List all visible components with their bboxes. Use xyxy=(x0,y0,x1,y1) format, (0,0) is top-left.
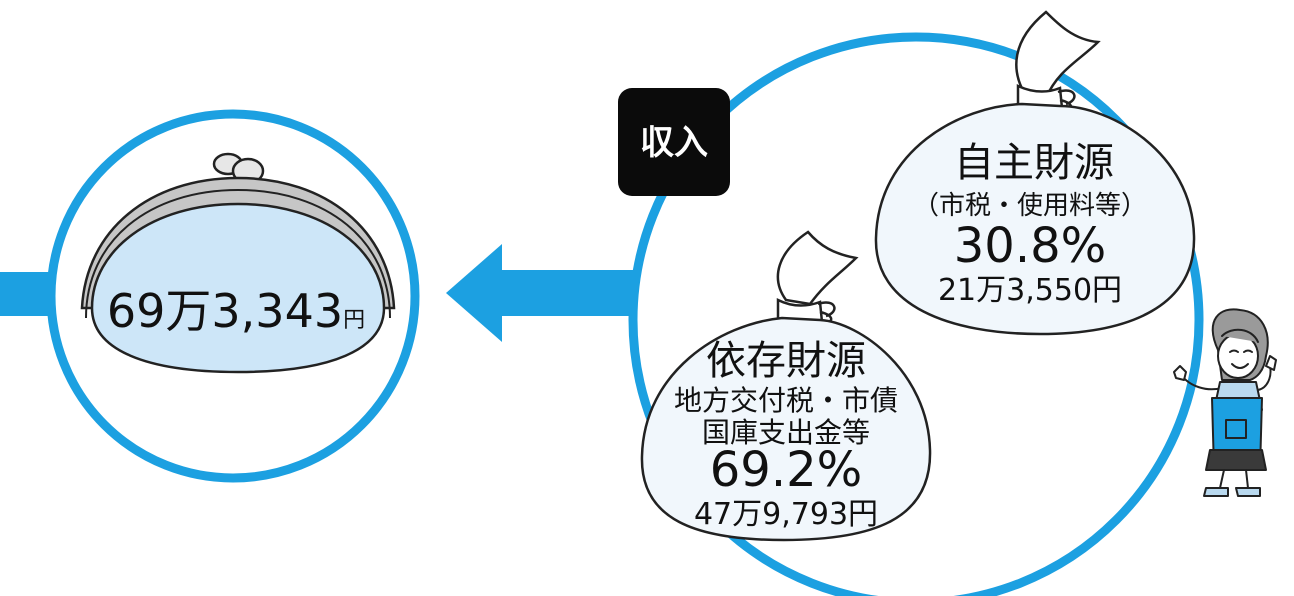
dependent-revenue-amount: 47万9,793円 xyxy=(694,497,878,532)
own-revenue-subtitle: （市税・使用料等） xyxy=(913,191,1147,221)
money-bag-icon xyxy=(874,10,1196,336)
own-revenue-percent: 30.8% xyxy=(954,218,1106,274)
dependent-revenue-line1: 地方交付税・市債 xyxy=(674,384,898,417)
arrow-left-icon xyxy=(446,244,638,342)
dependent-revenue-title: 依存財源 xyxy=(706,338,866,384)
money-bag-icon xyxy=(640,230,932,542)
dependent-revenue-line2: 国庫支出金等 xyxy=(702,416,870,449)
own-revenue-title: 自主財源 xyxy=(954,140,1114,186)
income-badge: 収入 xyxy=(618,88,730,196)
woman-apron-icon xyxy=(1173,308,1277,497)
purse-amount-row: 69万3,343円 xyxy=(107,284,365,338)
purse-icon xyxy=(80,152,396,374)
left-connector-bar xyxy=(0,272,50,316)
purse-unit: 円 xyxy=(343,308,365,333)
income-badge-label: 収入 xyxy=(640,123,708,163)
purse-amount: 69万3,343 xyxy=(107,284,343,338)
dependent-revenue-percent: 69.2% xyxy=(710,442,862,498)
own-revenue-amount: 21万3,550円 xyxy=(938,273,1122,308)
